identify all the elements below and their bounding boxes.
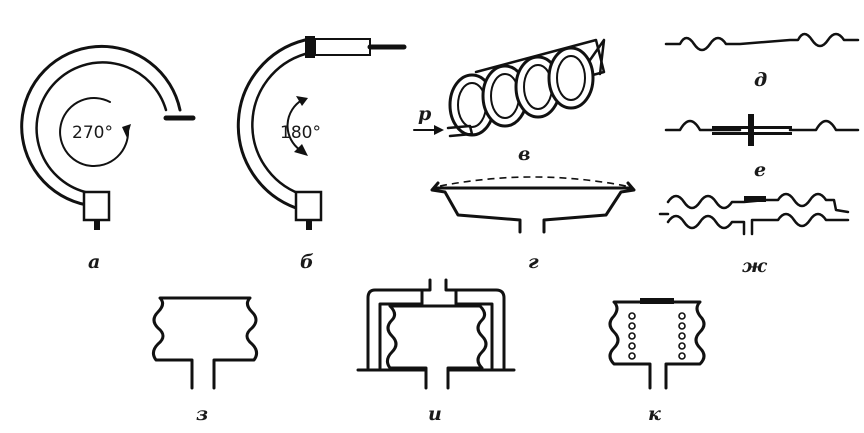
bellows-in-housing xyxy=(356,278,516,390)
label-v: в xyxy=(518,143,530,165)
corrugated-membrane xyxy=(664,32,860,52)
angle-label-180: 180° xyxy=(280,123,321,143)
rotation-arrow-180 xyxy=(286,96,308,156)
bourdon-tube-180 xyxy=(236,36,407,230)
label-b: б xyxy=(300,251,314,273)
label-g: г xyxy=(528,251,539,273)
angle-label-270: 270° xyxy=(72,123,113,143)
label-e: е xyxy=(754,159,766,181)
label-i: и xyxy=(428,403,442,425)
helical-tube xyxy=(446,38,606,138)
rotation-arrow-270 xyxy=(59,97,131,167)
bellows xyxy=(151,296,259,390)
flat-membrane xyxy=(430,176,636,234)
pressure-label: p xyxy=(418,103,432,125)
membrane-rigid-center xyxy=(664,114,860,146)
label-a: а xyxy=(88,251,100,273)
bellows-with-spring xyxy=(608,298,706,390)
label-k: к xyxy=(648,403,661,425)
membrane-box xyxy=(658,192,850,236)
label-d: д xyxy=(754,69,767,91)
bourdon-tube-270 xyxy=(20,44,196,230)
label-zh: ж xyxy=(742,255,768,277)
pressure-arrow xyxy=(413,125,444,135)
label-z: з xyxy=(196,403,208,425)
